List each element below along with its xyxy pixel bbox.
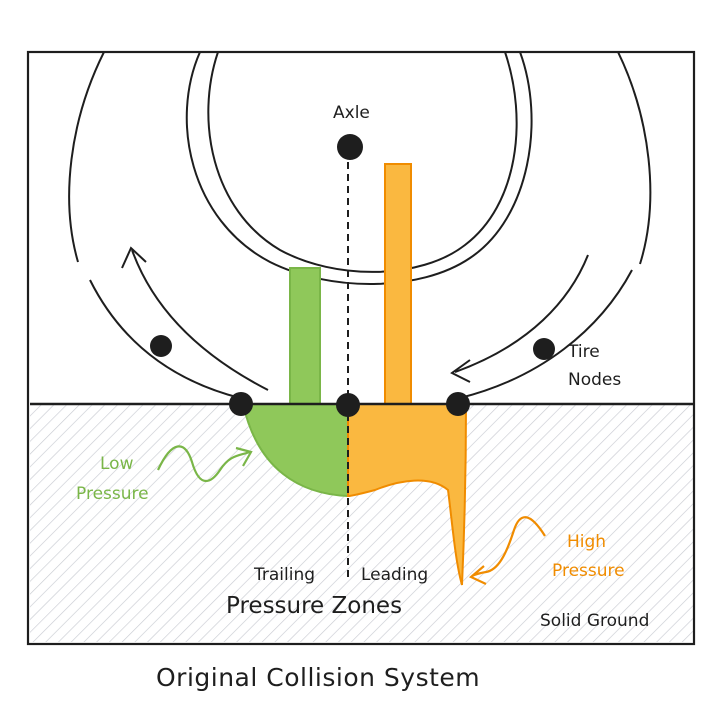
tire-outer-arc-left xyxy=(68,52,105,263)
high-pressure-squiggle-arrow xyxy=(471,516,546,577)
tire-node-left-upper xyxy=(150,335,172,357)
low-pressure-label-line2: Pressure xyxy=(76,484,149,504)
rim-inner-arc xyxy=(207,52,518,273)
rotation-arrow-left-head xyxy=(121,246,147,269)
trailing-label: Trailing xyxy=(253,565,315,585)
rotation-arrow-left xyxy=(131,249,269,391)
axle-label: Axle xyxy=(333,103,370,123)
high-pressure-arrow-head xyxy=(468,565,487,585)
tire-nodes-label-line2: Nodes xyxy=(568,370,621,390)
rotation-arrow-right xyxy=(454,254,589,373)
tire-outer-arc-right xyxy=(617,52,652,265)
low-pressure-squiggle-arrow xyxy=(157,445,251,483)
rim-outer-arc xyxy=(185,52,533,285)
low-pressure-label-line1: Low xyxy=(100,454,134,474)
tire-right-lower-arc xyxy=(459,269,633,399)
tire-node-left-contact xyxy=(229,392,253,416)
tire-node-center-contact xyxy=(336,393,360,417)
rotation-arrow-right-head xyxy=(450,359,471,383)
tire-left-lower-arc xyxy=(89,279,241,399)
diagram-frame xyxy=(26,50,696,646)
tire-node-right-contact xyxy=(446,392,470,416)
low-pressure-bar xyxy=(289,267,321,405)
axle-node xyxy=(337,134,363,160)
solid-ground-label: Solid Ground xyxy=(540,611,649,631)
high-pressure-label-line1: High xyxy=(567,532,606,552)
diagram-title: Original Collision System xyxy=(156,663,480,692)
tire-node-right-upper xyxy=(533,338,555,360)
high-pressure-zone xyxy=(347,403,468,586)
high-pressure-label-line2: Pressure xyxy=(552,561,625,581)
high-pressure-bar xyxy=(384,163,412,405)
low-pressure-arrow-head xyxy=(235,446,253,467)
tire-nodes-label-line1: Tire xyxy=(567,342,600,362)
leading-label: Leading xyxy=(361,565,428,585)
pressure-zones-label: Pressure Zones xyxy=(226,593,402,619)
